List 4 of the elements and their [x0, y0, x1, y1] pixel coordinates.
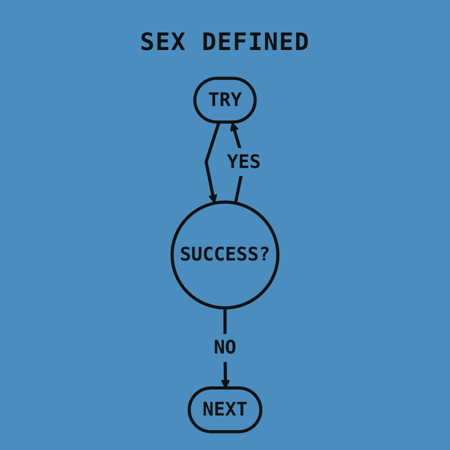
terminal-box: TRY — [193, 76, 257, 124]
decision-oval: SUCCESS? — [170, 200, 280, 310]
terminal-box: NEXT — [188, 386, 262, 434]
diagram-title: SEX DEFINED — [140, 28, 310, 56]
